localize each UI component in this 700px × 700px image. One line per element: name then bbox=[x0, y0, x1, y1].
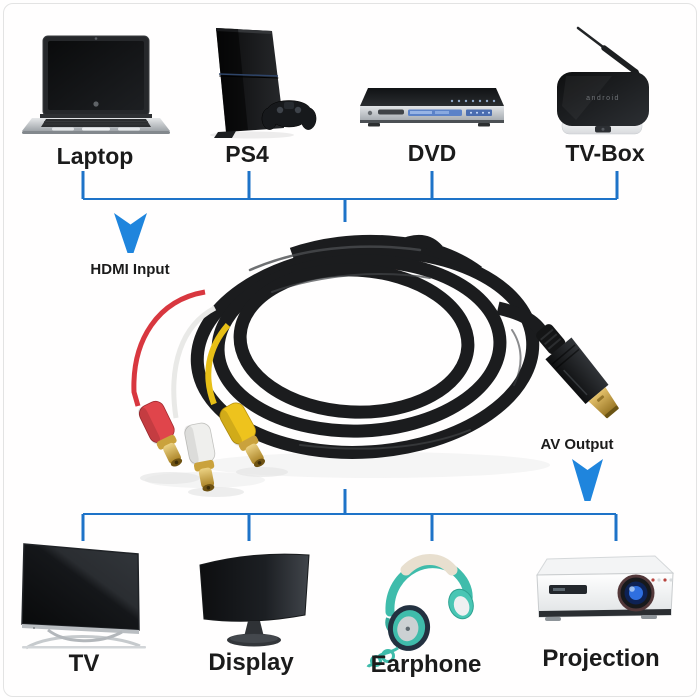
laptop-label: Laptop bbox=[56, 143, 134, 169]
display-image bbox=[192, 545, 317, 651]
down-arrow-icon bbox=[114, 213, 147, 253]
rca-yellow-wire bbox=[205, 323, 231, 406]
dvd-label: DVD bbox=[407, 140, 457, 166]
tv-label: TV bbox=[68, 650, 100, 677]
webcam-dot bbox=[94, 37, 98, 40]
cable-image bbox=[131, 234, 619, 497]
ps4-controller bbox=[261, 100, 317, 130]
laptop-image bbox=[22, 28, 170, 138]
hdmi-input-caption: HDMI Input bbox=[90, 261, 170, 278]
hdmi-connector bbox=[536, 324, 619, 419]
rca-white-wire bbox=[171, 305, 217, 419]
display-label: Display bbox=[208, 649, 294, 676]
tv-box-label: TV-Box bbox=[565, 140, 645, 166]
projector-image bbox=[525, 553, 677, 641]
tv-image bbox=[14, 538, 154, 652]
earphone-label: Earphone bbox=[370, 651, 482, 678]
tv-box-brand-text: android bbox=[586, 95, 620, 102]
earphone-image bbox=[362, 540, 487, 668]
cable-coil bbox=[190, 234, 550, 459]
ps4-image bbox=[192, 16, 322, 140]
top-bracket bbox=[81, 171, 619, 222]
earphone-cord bbox=[366, 646, 399, 668]
dvd-tray bbox=[378, 109, 404, 115]
antenna bbox=[576, 26, 640, 79]
earcup-left bbox=[387, 605, 431, 651]
rca-white-connector bbox=[184, 422, 216, 492]
tv-stand bbox=[22, 628, 146, 650]
bottom-bracket bbox=[81, 489, 618, 541]
ps4-label: PS4 bbox=[225, 141, 269, 167]
projection-label: Projection bbox=[542, 645, 660, 672]
rca-red-wire bbox=[131, 289, 206, 407]
rca-yellow-connector bbox=[218, 402, 266, 468]
earcup-right bbox=[448, 588, 474, 620]
dvd-player-image bbox=[350, 82, 515, 130]
tv-box-image: android bbox=[548, 20, 660, 140]
dvd-logo-dot bbox=[367, 110, 373, 116]
projector-lens bbox=[617, 574, 655, 612]
av-output-caption: AV Output bbox=[540, 436, 614, 453]
rca-red-connector bbox=[138, 400, 183, 467]
down-arrow-icon bbox=[572, 459, 603, 501]
